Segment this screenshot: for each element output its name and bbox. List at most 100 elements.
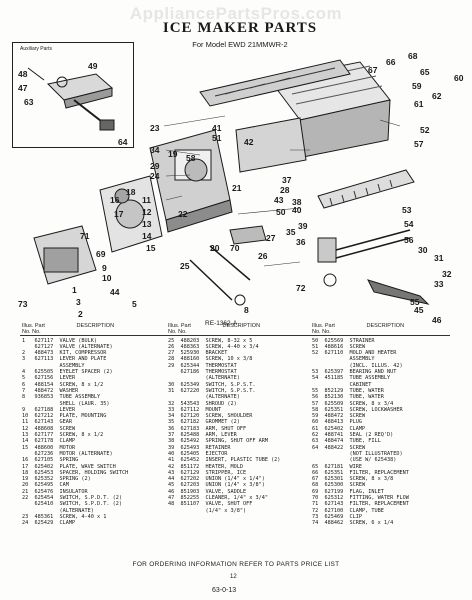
parts-list-row: 1 627117 VALVE (BULK)	[22, 337, 97, 344]
parts-list-row: (ALTERNATE)	[168, 375, 240, 382]
callout-number: 26	[258, 251, 268, 261]
parts-list-row: 5 627156 LEVER	[22, 375, 76, 382]
callout-number: 16	[110, 195, 120, 205]
column-2-subheader: No. No.	[168, 329, 187, 336]
parts-list-row: CABINET	[312, 381, 372, 388]
parts-list-row: 11 627143 GEAR	[22, 419, 72, 426]
parts-list-row: 13 627177 SCREW, 8 x 1/2	[22, 432, 104, 439]
parts-list-row: 57 625509 SCREW, 8 x 3/4	[312, 400, 394, 407]
parts-list-row: 34 627120 SCREW, SHOULDER	[168, 413, 253, 420]
parts-list-row: 54 451185 TUBE ASSEMBLY	[312, 375, 391, 382]
callout-number: 19	[168, 149, 178, 159]
callout-number: 13	[142, 219, 152, 229]
parts-list-row: 20 625495 CAM	[22, 482, 69, 489]
parts-list-row: 7 488472 WASHER	[22, 387, 79, 394]
parts-list-row: 27 525930 BRACKET	[168, 350, 228, 357]
parts-list-row: (INCL. ILLUS. 42)	[312, 362, 403, 369]
callout-number: 60	[454, 73, 464, 83]
parts-list-row: 29 625344 THERMOSTAT	[168, 362, 237, 369]
parts-list-row: 3 627113 LEVER AND PLATE	[22, 356, 107, 363]
parts-list-row: 39 625493 RETAINER	[168, 444, 231, 451]
parts-list-row: 48 851107 VALVE, SHUT OFF	[168, 501, 253, 508]
parts-list-row: 73 625469 CLIP	[312, 513, 362, 520]
parts-list-row: 64 488422 SCREW	[312, 444, 366, 451]
column-1-subheader: No. No.	[22, 329, 41, 336]
parts-list-row: 627127 VALVE (ALTERNATE)	[22, 343, 113, 350]
watermark-text: AppliancePartsPros.com	[129, 4, 343, 23]
callout-number: 63	[24, 97, 34, 107]
fill-tube-illustration	[317, 229, 430, 305]
callout-number: 45	[414, 305, 424, 315]
parts-list-row: 10 627212 PLATE, MOUNTING	[22, 413, 107, 420]
parts-list-row: 33 627112 MOUNT	[168, 406, 222, 413]
callout-number: 18	[126, 187, 136, 197]
parts-list-row: 26 488363 SCREW, 4-40 x 3/4	[168, 343, 259, 350]
parts-list-row: 52 627110 MOLD AND HEATER	[312, 350, 397, 357]
callout-number: 53	[402, 205, 412, 215]
callout-number: 30	[418, 245, 428, 255]
parts-list-row: 627236 MOTOR (ALTERNATE)	[22, 450, 113, 457]
parts-list-row: (NOT ILLUSTRATED)	[312, 450, 403, 457]
document-number: 63-0-13	[212, 587, 237, 594]
callout-number: 17	[114, 209, 124, 219]
callout-number: 41	[212, 123, 222, 133]
callout-number: 48	[18, 69, 28, 79]
callout-number: 14	[142, 231, 152, 241]
callout-number: 66	[386, 57, 396, 67]
parts-list-row: 63 488474 TUBE, FILL	[312, 438, 381, 445]
parts-list-row: 69 627199 FLAG, INLET	[312, 488, 384, 495]
parts-list-row: SHELL (LAUR. 35)	[22, 400, 110, 407]
callout-number: 10	[102, 273, 112, 283]
parts-list-row: ASSEMBLY	[22, 362, 85, 369]
exploded-parts-diagram	[27, 59, 430, 306]
parts-list-row: 6 488154 SCREW, 8 x 1/2	[22, 381, 104, 388]
shutoff-arm-illustration	[189, 225, 267, 306]
parts-list-row: 25 488203 SCREW, 8-32 x 5	[168, 337, 253, 344]
callout-number: 38	[292, 197, 302, 207]
callout-number: 56	[404, 235, 414, 245]
callout-number: 20	[210, 243, 220, 253]
callout-number: 49	[88, 61, 98, 71]
parts-column-3: Illus. Part DESCRIPTION No. No. 50 62556…	[312, 323, 462, 527]
parts-column-1: Illus. Part DESCRIPTION No. No. 1 627117…	[22, 323, 168, 527]
parts-list-row: 32 543543 SHROUD (2)	[168, 400, 237, 407]
parts-list-row: 65 627181 WIRE	[312, 463, 362, 470]
callout-number: 58	[186, 153, 196, 163]
callout-number: 52	[420, 125, 430, 135]
parts-list-row: 19 625352 SPRING (2)	[22, 476, 91, 483]
callout-number: 57	[414, 139, 424, 149]
callout-number: 8	[244, 305, 249, 315]
parts-list-row: 36 627183 ARM, SHUT OFF	[168, 425, 247, 432]
parts-list-row: 50 625569 STRAINER	[312, 337, 375, 344]
parts-column-2: Illus. Part DESCRIPTION No. No. 25 48820…	[168, 323, 314, 514]
callout-number: 61	[414, 99, 424, 109]
callout-number: 27	[266, 233, 276, 243]
callout-number: 3	[76, 297, 81, 307]
parts-list-row: 23 485361 SCREW, 4-40 x 1	[22, 513, 107, 520]
callout-number: 31	[434, 253, 444, 263]
parts-list-row: 53 625397 BEARING AND NUT	[312, 369, 397, 376]
callout-number: 15	[146, 243, 156, 253]
callout-number: 12	[142, 207, 152, 217]
callout-number: 32	[442, 269, 452, 279]
parts-list-row: 56 852130 TUBE, WATER	[312, 394, 384, 401]
parts-list-row: 8 936853 TUBE ASSEMBLY	[22, 394, 101, 401]
callout-number: 35	[286, 227, 296, 237]
parts-list-row: 47 852255 CLEANER, 1/4" x 3/4"	[168, 495, 268, 502]
parts-list-row: 9 627188 LEVER	[22, 406, 76, 413]
callout-number: 9	[102, 263, 107, 273]
parts-list-row: 2 488473 KIT, COMPRESSOR	[22, 350, 107, 357]
parts-list-row: (1/4" x 3/8")	[168, 507, 247, 514]
callout-number: 34	[150, 145, 160, 155]
callout-number: 70	[230, 243, 240, 253]
auxiliary-parts-box	[12, 42, 134, 148]
parts-list-row: 38 625492 SPRING, SHUT OFF ARM	[168, 438, 268, 445]
parts-list-row: 68 625300 SCREW	[312, 482, 366, 489]
callout-number: 59	[412, 81, 422, 91]
page-number: 12	[230, 574, 237, 580]
parts-list-row: 46 851903 VALVE, SADDLE	[168, 488, 247, 495]
callout-number: 65	[420, 67, 430, 77]
callout-number: 36	[296, 237, 306, 247]
figure-reference-code: RE-1362-A	[205, 320, 238, 327]
